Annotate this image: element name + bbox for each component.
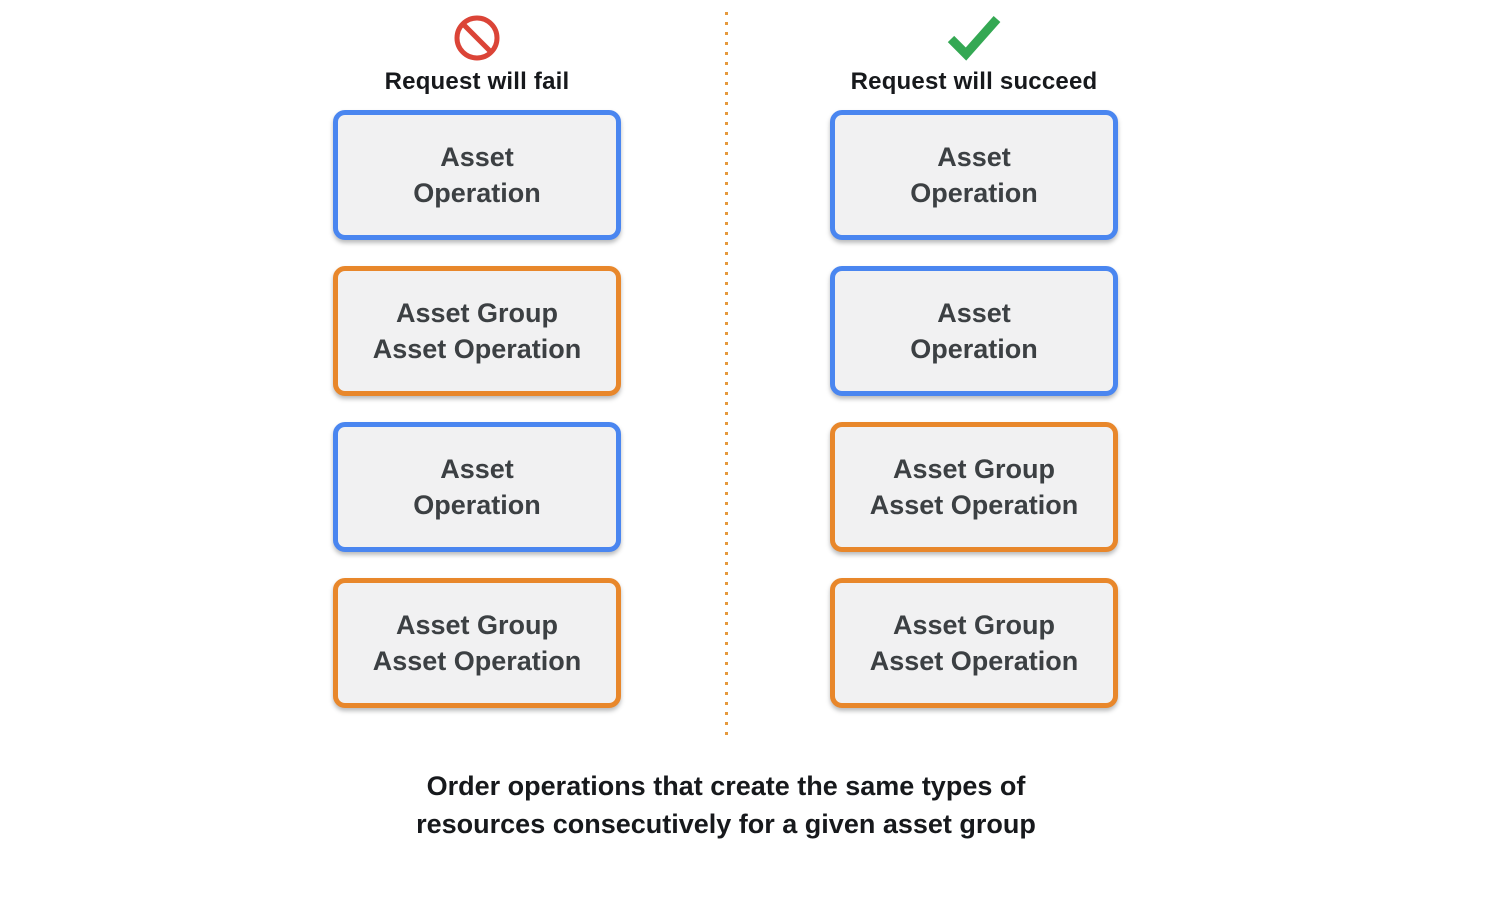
asset-operation-box: Asset Operation <box>830 266 1118 396</box>
asset-operation-box: Asset Operation <box>830 110 1118 240</box>
box-label: Asset Operation <box>413 453 541 520</box>
checkmark-icon <box>942 10 1006 66</box>
fail-column: Request will fail Asset Operation Asset … <box>333 10 621 734</box>
prohibition-icon <box>453 10 501 66</box>
succeed-heading: Request will succeed <box>850 68 1098 95</box>
asset-group-asset-operation-box: Asset Group Asset Operation <box>333 578 621 708</box>
box-label: Asset Group Asset Operation <box>372 297 582 364</box>
box-label: Asset Operation <box>910 297 1038 364</box>
box-label: Asset Operation <box>910 141 1038 208</box>
asset-group-asset-operation-box: Asset Group Asset Operation <box>830 578 1118 708</box>
asset-operation-box: Asset Operation <box>333 110 621 240</box>
asset-operation-box: Asset Operation <box>333 422 621 552</box>
caption: Order operations that create the same ty… <box>416 771 1036 839</box>
succeed-column: Request will succeed Asset Operation Ass… <box>830 10 1118 734</box>
asset-group-asset-operation-box: Asset Group Asset Operation <box>830 422 1118 552</box>
fail-heading: Request will fail <box>384 68 570 95</box>
box-label: Asset Operation <box>413 141 541 208</box>
asset-group-asset-operation-box: Asset Group Asset Operation <box>333 266 621 396</box>
box-label: Asset Group Asset Operation <box>372 609 582 676</box>
dotted-divider-line <box>725 12 728 738</box>
box-label: Asset Group Asset Operation <box>869 609 1079 676</box>
box-label: Asset Group Asset Operation <box>869 453 1079 520</box>
